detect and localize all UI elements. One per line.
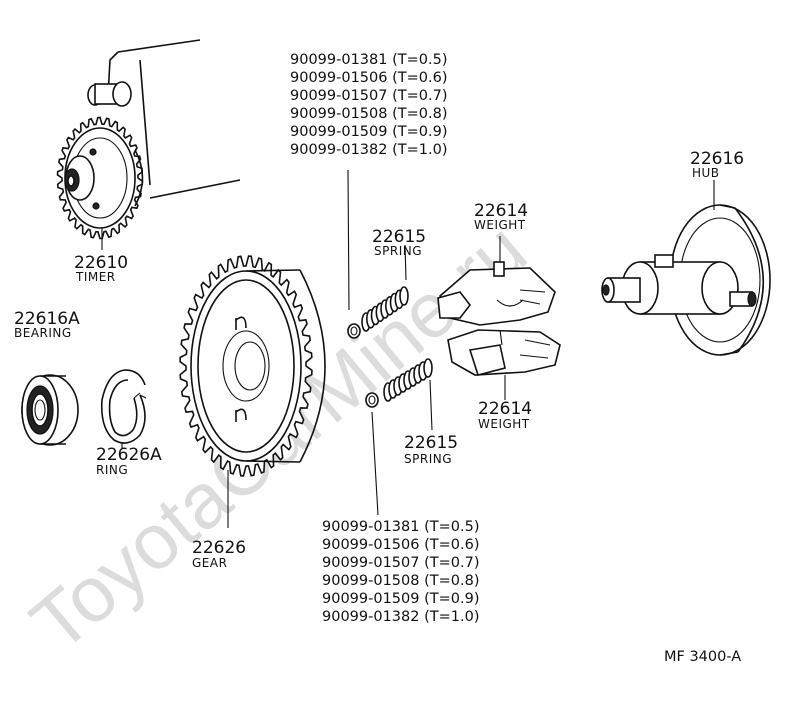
label-hub: 22616 HUB [690, 149, 744, 180]
shim-item: 90099-01381 (T=0.5) [290, 52, 447, 68]
weights-drawing [437, 236, 561, 400]
part-number-weight-bottom: 22614 [478, 399, 532, 419]
part-number-gear: 22626 [192, 538, 246, 558]
part-number-hub: 22616 [690, 149, 744, 169]
part-number-timer: 22610 [74, 253, 128, 273]
shim-item: 90099-01382 (T=1.0) [290, 142, 447, 158]
label-weight-top: 22614 WEIGHT [474, 201, 528, 232]
part-number-spring-top: 22615 [372, 227, 426, 247]
springs-shims-drawing [347, 169, 433, 516]
part-number-bearing: 22616A [14, 309, 80, 329]
timer-assembly-drawing [56, 39, 241, 250]
part-name-spring-bottom: SPRING [404, 452, 452, 466]
part-number-weight-top: 22614 [474, 201, 528, 221]
label-bearing: 22616A BEARING [14, 309, 80, 340]
label-spring-top: 22615 SPRING [372, 227, 426, 258]
hub-drawing [601, 180, 771, 356]
label-weight-bottom: 22614 WEIGHT [478, 399, 532, 431]
shim-item: 90099-01508 (T=0.8) [322, 573, 479, 589]
shim-item: 90099-01381 (T=0.5) [322, 519, 479, 535]
part-name-gear: GEAR [192, 556, 227, 570]
part-name-weight-bottom: WEIGHT [478, 417, 530, 431]
part-name-spring-top: SPRING [374, 244, 422, 258]
ring-drawing [100, 369, 147, 448]
bearing-drawing [21, 374, 79, 446]
label-timer: 22610 TIMER [74, 253, 128, 284]
shim-item: 90099-01507 (T=0.7) [290, 88, 447, 104]
part-number-ring: 22626A [96, 445, 162, 465]
shim-item: 90099-01507 (T=0.7) [322, 555, 479, 571]
shim-item: 90099-01506 (T=0.6) [290, 70, 447, 86]
gear-drawing [179, 255, 326, 528]
part-number-spring-bottom: 22615 [404, 433, 458, 453]
shim-item: 90099-01508 (T=0.8) [290, 106, 447, 122]
part-name-timer: TIMER [75, 270, 116, 284]
part-name-hub: HUB [692, 166, 720, 180]
part-name-bearing: BEARING [14, 326, 72, 340]
shim-list-bottom: 90099-01381 (T=0.5) 90099-01506 (T=0.6) … [322, 519, 479, 625]
label-spring-bottom: 22615 SPRING [404, 433, 458, 466]
shim-item: 90099-01506 (T=0.6) [322, 537, 479, 553]
part-name-ring: RING [96, 463, 128, 477]
shim-item: 90099-01382 (T=1.0) [322, 609, 479, 625]
part-name-weight-top: WEIGHT [474, 218, 526, 232]
shim-item: 90099-01509 (T=0.9) [290, 124, 447, 140]
diagram-code: MF 3400-A [664, 649, 741, 665]
shim-item: 90099-01509 (T=0.9) [322, 591, 479, 607]
label-ring: 22626A RING [96, 445, 162, 477]
label-gear: 22626 GEAR [192, 538, 246, 570]
shim-list-top: 90099-01381 (T=0.5) 90099-01506 (T=0.6) … [290, 52, 447, 158]
